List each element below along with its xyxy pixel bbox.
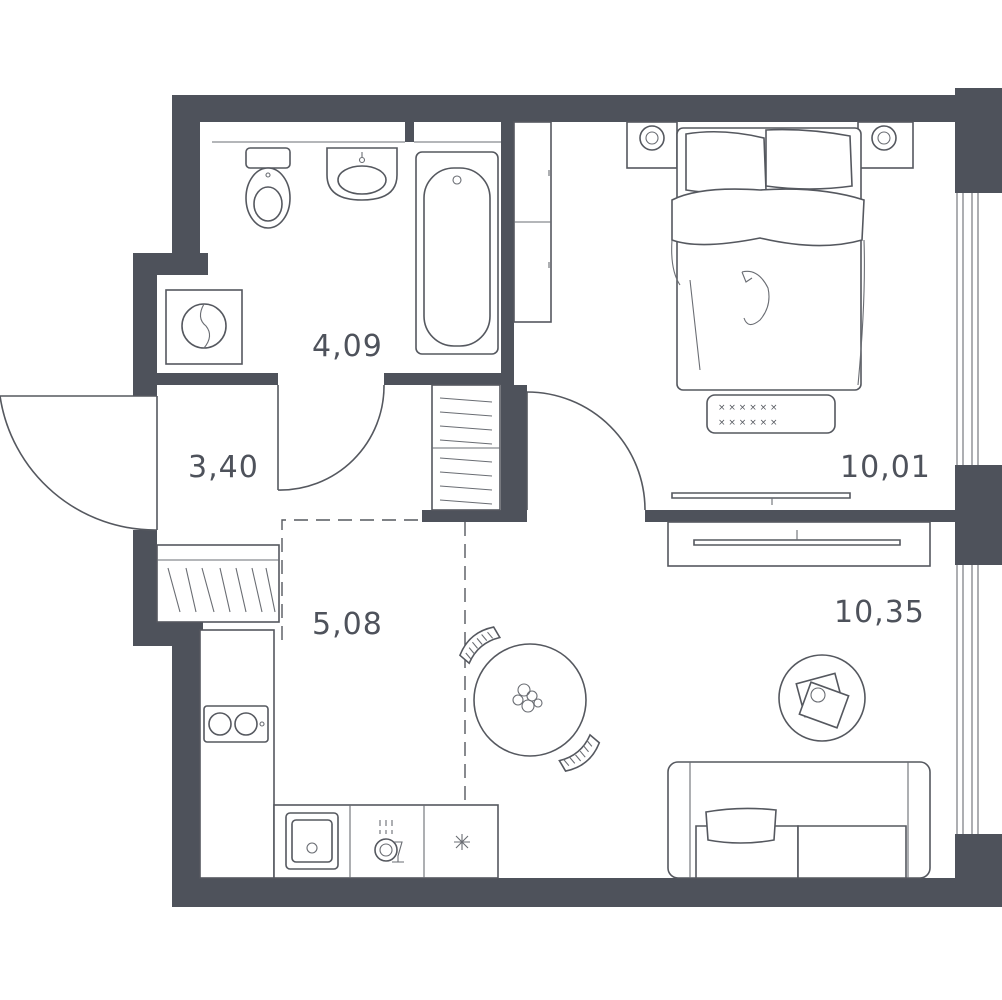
wall-left-lower: [172, 622, 200, 907]
svg-text:× × × × × ×: × × × × × ×: [718, 418, 778, 428]
svg-text:× × × × × ×: × × × × × ×: [718, 403, 778, 413]
wall-right-pier: [955, 465, 1002, 565]
dining-set: [458, 626, 601, 772]
area-label-kitchen: 5,08: [312, 607, 383, 642]
wall-niche-left: [133, 253, 157, 396]
wardrobe-entrance: [156, 544, 280, 623]
wall-bath-bottom-left: [157, 373, 278, 385]
wall-bath-right: [501, 122, 514, 512]
kitchen-fixtures: [199, 629, 499, 879]
cooktop-icon: [203, 705, 269, 743]
cat-icon: [741, 270, 770, 326]
area-label-living: 10,35: [834, 595, 925, 630]
window-living: [956, 565, 979, 834]
area-label-bathroom: 4,09: [312, 329, 383, 364]
wall-bedroom-bottom: [645, 510, 962, 522]
kitchen-counter-side: [199, 629, 275, 879]
bathtub-icon: [415, 151, 499, 355]
living-furniture: [667, 521, 931, 879]
bedside-rug: × × × × × × × × × × × ×: [706, 394, 836, 434]
coffee-table: [778, 654, 866, 742]
nightstand-right: [857, 121, 914, 169]
window-bedroom: [956, 193, 979, 465]
wall-bedroom-left: [514, 385, 527, 522]
area-label-hall: 3,40: [188, 450, 259, 485]
bathroom-door: [277, 384, 385, 491]
fridge-icon: [454, 834, 470, 850]
wall-corner-bottom-right: [955, 834, 1002, 907]
bedroom-door: [526, 391, 646, 511]
bed-icon: [671, 127, 865, 391]
wall-top: [172, 95, 962, 122]
doors: [0, 384, 646, 531]
wall-bath-top-divider: [405, 122, 414, 142]
dishwasher-icon: [374, 820, 404, 863]
chair-top-left: [458, 626, 502, 665]
kitchen-sink-icon: [285, 812, 339, 870]
wardrobe-bedroom: [513, 121, 552, 323]
bedroom-furniture: × × × × × × × × × × × ×: [626, 121, 914, 505]
entrance-door: [0, 395, 158, 531]
sofa-icon: [667, 761, 931, 879]
area-labels: 4,09 3,40 5,08 10,01 10,35: [188, 329, 931, 642]
wall-bath-bottom-right: [384, 373, 502, 385]
walls: [133, 88, 1002, 907]
wall-bottom: [172, 878, 962, 907]
storage-units: [156, 121, 552, 623]
wall-closet-bottom: [422, 510, 527, 522]
area-label-bedroom: 10,01: [840, 450, 931, 485]
nightstand-left: [626, 121, 678, 169]
wardrobe-hall: [431, 384, 501, 511]
bathroom-fixtures: [165, 147, 499, 365]
wall-left-upper: [172, 95, 200, 265]
tv-cabinet: [667, 521, 931, 567]
flower-vase-icon: [512, 683, 543, 713]
toilet-icon: [245, 147, 291, 229]
washing-machine-icon: [165, 289, 243, 365]
bedroom-tv: [671, 492, 851, 505]
windows: [212, 141, 979, 834]
sink-icon: [326, 147, 398, 201]
chair-bottom-right: [558, 733, 601, 772]
wall-corner-top-right: [955, 88, 1002, 193]
